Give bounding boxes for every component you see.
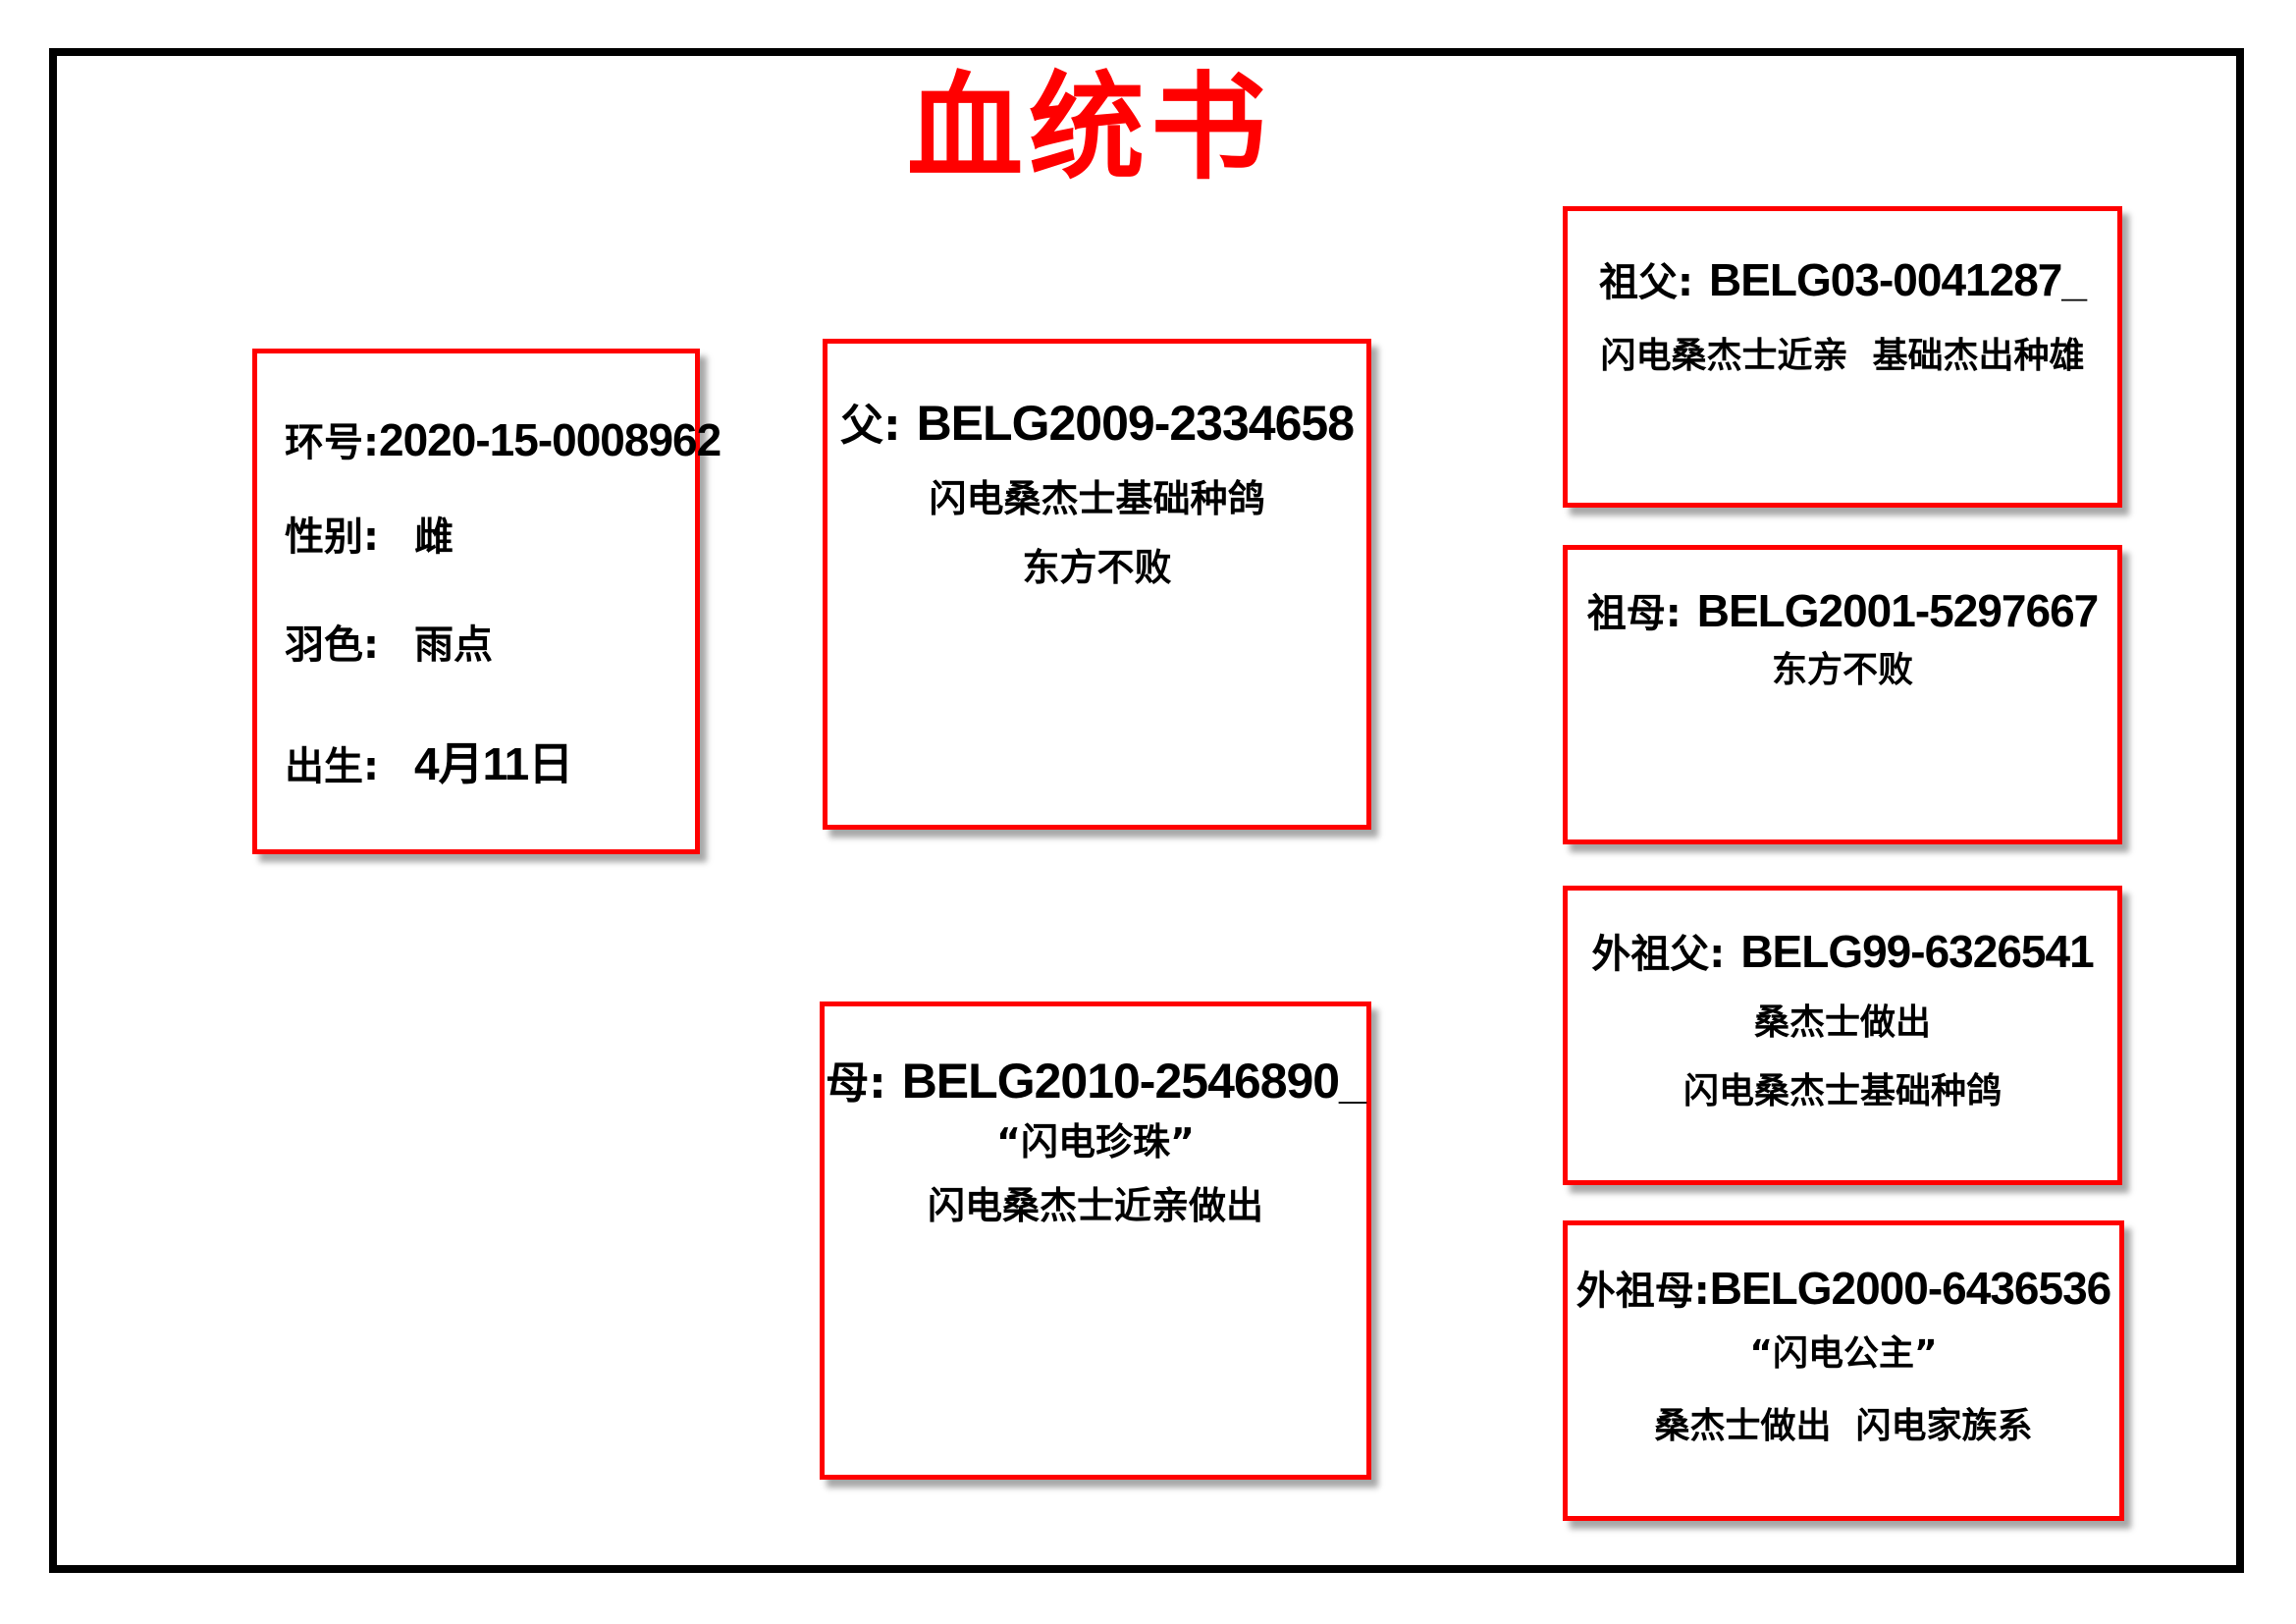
sex-label: 性别: xyxy=(285,514,379,560)
ring-number-label: 环号: xyxy=(285,420,379,465)
maternal-grandmother-box: 外祖母:BELG2000-6436536 “闪电公主” 桑杰士做出 闪电家族系 xyxy=(1563,1220,2124,1521)
grandfather-ring-number: BELG03-0041287_ xyxy=(1709,254,2087,305)
page-title: 血统书 xyxy=(906,59,1272,195)
sex-value: 雌 xyxy=(414,514,454,560)
grandmother-box: 祖母: BELG2001-5297667 东方不败 xyxy=(1563,545,2122,844)
maternal-grandmother-note: “闪电公主” xyxy=(1749,1333,1938,1374)
grandfather-label: 祖父: xyxy=(1599,260,1694,305)
father-ring-row: 父: BELG2009-2334658 xyxy=(828,393,1366,455)
father-note: 闪电桑杰士基础种鸽 xyxy=(929,477,1265,520)
maternal-grandmother-label: 外祖母: xyxy=(1575,1269,1710,1314)
sex-row: 性别: 雌 xyxy=(285,513,454,562)
father-ring-number: BELG2009-2334658 xyxy=(916,396,1355,451)
ring-number-row: 环号:2020-15-0008962 xyxy=(285,412,721,469)
grandfather-note: 闪电桑杰士近亲 基础杰出种雄 xyxy=(1600,336,2085,376)
birth-date-row: 出生: 4月11日 xyxy=(285,736,573,793)
maternal-grandfather-label: 外祖父: xyxy=(1591,932,1726,977)
birth-date-label: 出生: xyxy=(285,744,379,789)
page-border-frame xyxy=(49,48,2244,1573)
maternal-grandmother-ring-number: BELG2000-6436536 xyxy=(1709,1263,2112,1314)
maternal-grandfather-ring-row: 外祖父: BELG99-6326541 xyxy=(1568,924,2117,981)
father-box: 父: BELG2009-2334658 闪电桑杰士基础种鸽 东方不败 xyxy=(823,339,1371,830)
subject-info-box: 环号:2020-15-0008962 性别: 雌 羽色: 雨点 出生: 4月11日 xyxy=(252,349,721,854)
mother-note: 闪电桑杰士近亲做出 xyxy=(927,1184,1263,1227)
maternal-grandfather-ring-number: BELG99-6326541 xyxy=(1740,926,2094,977)
birth-date-value: 4月11日 xyxy=(414,738,573,789)
grandfather-ring-row: 祖父: BELG03-0041287_ xyxy=(1568,252,2117,309)
maternal-grandfather-note: 桑杰士做出 xyxy=(1753,1002,1931,1043)
maternal-grandmother-ring-row: 外祖母:BELG2000-6436536 xyxy=(1568,1261,2119,1318)
mother-ring-row: 母: BELG2010-2546890_ xyxy=(825,1051,1366,1112)
father-label: 父: xyxy=(839,401,901,451)
grandmother-ring-number: BELG2001-5297667 xyxy=(1696,585,2100,636)
maternal-grandfather-box: 外祖父: BELG99-6326541 桑杰士做出 闪电桑杰士基础种鸽 xyxy=(1563,886,2122,1185)
feather-color-row: 羽色: 雨点 xyxy=(285,621,493,670)
feather-color-label: 羽色: xyxy=(285,623,379,668)
feather-color-value: 雨点 xyxy=(414,623,493,668)
mother-note: “闪电珍珠” xyxy=(996,1120,1195,1164)
grandfather-box: 祖父: BELG03-0041287_ 闪电桑杰士近亲 基础杰出种雄 xyxy=(1563,206,2122,508)
mother-ring-number: BELG2010-2546890_ xyxy=(901,1054,1366,1109)
ring-number-value: 2020-15-0008962 xyxy=(379,414,721,465)
grandmother-note: 东方不败 xyxy=(1771,650,1913,690)
maternal-grandmother-note: 桑杰士做出 闪电家族系 xyxy=(1654,1406,2033,1446)
mother-label: 母: xyxy=(826,1058,886,1109)
mother-box: 母: BELG2010-2546890_ “闪电珍珠” 闪电桑杰士近亲做出 xyxy=(820,1001,1371,1480)
grandmother-ring-row: 祖母: BELG2001-5297667 xyxy=(1568,583,2117,640)
maternal-grandfather-note: 闪电桑杰士基础种鸽 xyxy=(1682,1071,2002,1111)
grandmother-label: 祖母: xyxy=(1586,591,1682,636)
father-note: 东方不败 xyxy=(1022,546,1172,589)
